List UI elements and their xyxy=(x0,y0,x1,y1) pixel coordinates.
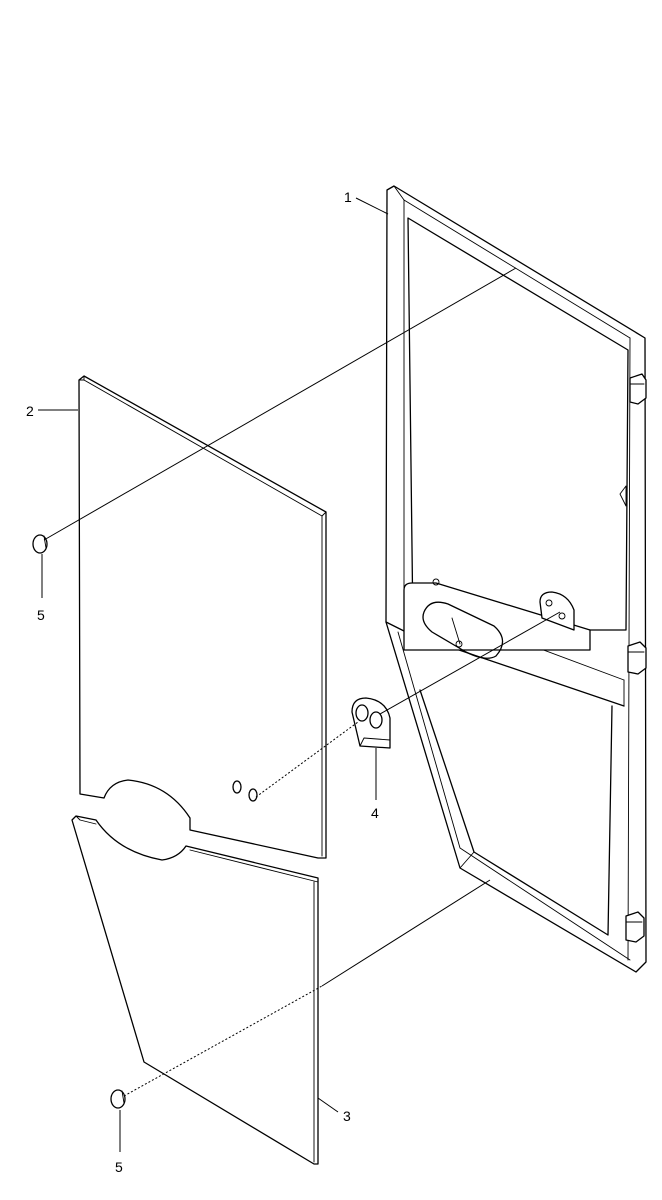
door-frame xyxy=(385,185,647,973)
callout-fastener-upper: 5 xyxy=(37,607,45,623)
callout-leaders xyxy=(38,197,389,1152)
callout-hinge-plate: 4 xyxy=(371,805,379,821)
assembly-lines xyxy=(43,267,561,1097)
hinge-top xyxy=(629,373,647,405)
fastener-upper xyxy=(32,534,48,554)
lower-glass-panel xyxy=(71,815,319,1165)
callout-door-frame: 1 xyxy=(344,189,352,205)
hinge-bottom xyxy=(625,911,645,943)
hinge-plate xyxy=(351,697,391,749)
mount-tab-on-frame xyxy=(539,591,575,631)
fastener-lower xyxy=(110,1089,126,1109)
callout-fastener-lower: 5 xyxy=(115,1159,123,1175)
callout-upper-glass: 2 xyxy=(26,403,34,419)
hinge-middle xyxy=(627,641,647,675)
callout-lower-glass: 3 xyxy=(343,1108,351,1124)
